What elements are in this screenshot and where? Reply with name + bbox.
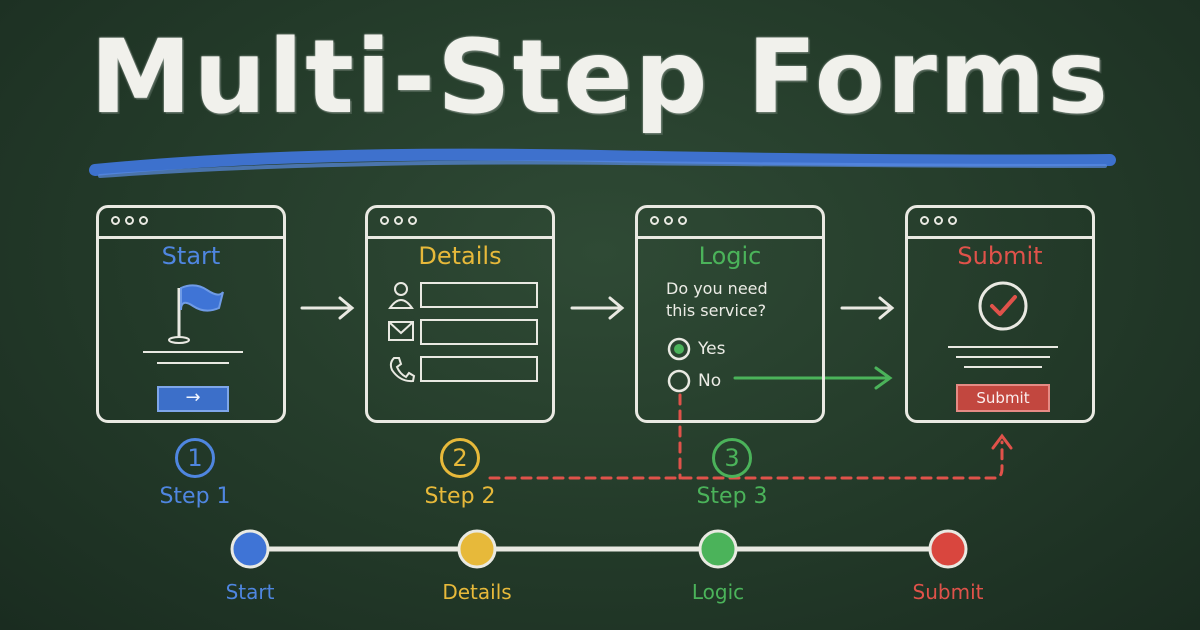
option-no-label: No	[698, 371, 722, 391]
window-controls	[111, 216, 148, 225]
window-submit: Submit Submit	[905, 205, 1095, 423]
arrow-logic-to-submit	[840, 296, 895, 320]
step-1-number: 1	[175, 438, 215, 478]
page-title: Multi-Step Forms	[90, 18, 1110, 137]
window-start: Start →	[96, 205, 286, 423]
progress-dot-submit	[928, 529, 968, 569]
radio-yes[interactable]	[666, 336, 694, 364]
text-line	[948, 346, 1058, 348]
step-2-number: 2	[440, 438, 480, 478]
user-icon	[388, 282, 414, 309]
step-3-label: Step 3	[696, 484, 768, 509]
question-line-1: Do you need	[666, 279, 768, 298]
step-3-number: 3	[712, 438, 752, 478]
step-2-label: Step 2	[424, 484, 496, 509]
flag-icon	[168, 284, 224, 344]
arrow-no-to-submit	[733, 366, 893, 390]
progress-label-logic: Logic	[691, 580, 745, 604]
title-underline	[89, 148, 1116, 176]
progress-label-start: Start	[225, 580, 275, 604]
window-title-logic: Logic	[698, 242, 762, 270]
text-line	[956, 356, 1050, 358]
phone-icon	[389, 357, 416, 383]
arrow-details-to-logic	[570, 296, 625, 320]
progress-dot-details	[457, 529, 497, 569]
submit-button[interactable]: Submit	[956, 384, 1050, 412]
phone-field[interactable]	[420, 356, 538, 382]
window-controls	[380, 216, 417, 225]
progress-dot-logic	[698, 529, 738, 569]
window-details: Details	[365, 205, 555, 423]
envelope-icon	[388, 321, 414, 341]
next-button[interactable]: →	[157, 386, 229, 412]
text-line	[143, 351, 243, 353]
progress-label-details: Details	[442, 580, 512, 604]
progress-label-submit: Submit	[912, 580, 984, 604]
window-controls	[650, 216, 687, 225]
email-field[interactable]	[420, 319, 538, 345]
text-line	[157, 362, 229, 364]
text-line	[964, 366, 1042, 368]
window-title-submit: Submit	[957, 242, 1043, 270]
step-1-label: Step 1	[159, 484, 231, 509]
window-logic: Logic Do you need this service? Yes No	[635, 205, 825, 423]
radio-no[interactable]	[666, 368, 694, 396]
checkmark-icon	[978, 281, 1028, 331]
window-title-details: Details	[418, 242, 502, 270]
window-title-start: Start	[161, 242, 221, 270]
question-line-2: this service?	[666, 301, 767, 320]
question-text: Do you need this service?	[666, 278, 816, 322]
progress-dot-start	[230, 529, 270, 569]
arrow-start-to-details	[300, 296, 355, 320]
window-controls	[920, 216, 957, 225]
skip-path-dashed	[488, 393, 1013, 480]
name-field[interactable]	[420, 282, 538, 308]
option-yes-label: Yes	[698, 339, 726, 359]
